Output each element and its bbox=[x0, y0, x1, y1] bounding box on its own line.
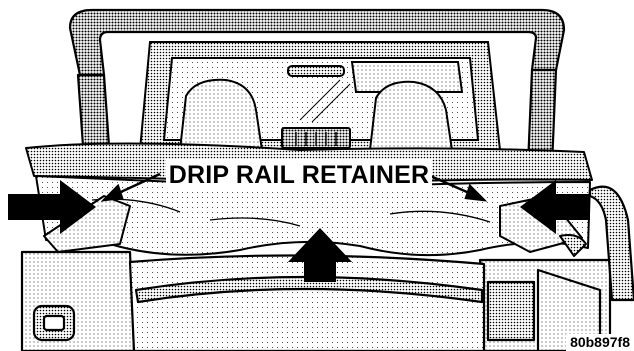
callout-label-drip-rail-retainer: DRIP RAIL RETAINER bbox=[169, 161, 430, 189]
figure-id-label: 80b897f8 bbox=[570, 334, 630, 350]
